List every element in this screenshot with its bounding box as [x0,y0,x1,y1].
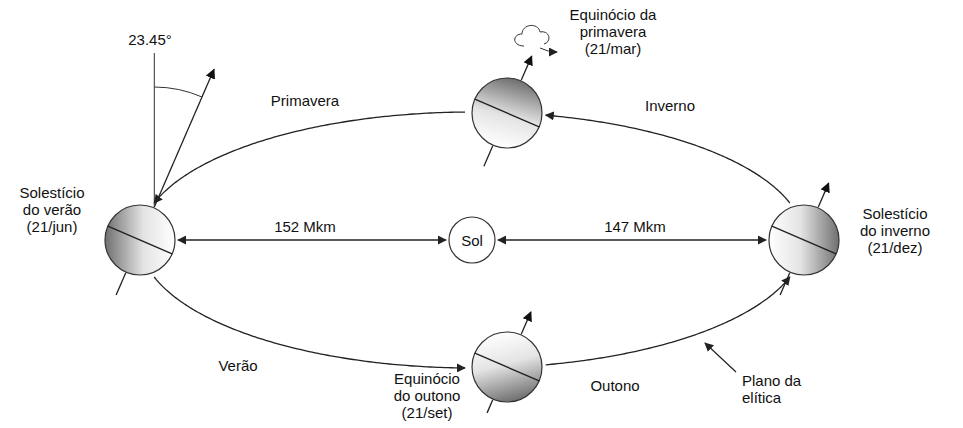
node-label: Solestício do verão (21/jun) [12,184,92,235]
earth-globe: Solestício do inverno (21/dez) [768,204,840,276]
earth-shape [104,204,176,276]
equator-line [475,353,539,381]
rotation-axis [521,312,531,334]
distance-label: 152 Mkm [272,218,338,235]
orbit-arc [154,277,465,368]
equator-line [772,226,836,254]
plane-label: Plano da elítica [742,372,822,406]
sun-outline [449,217,495,263]
earth-globe: Solestício do verão (21/jun) [104,204,176,276]
earth-outline [105,205,175,275]
earth-outline [472,332,542,402]
rotation-axis [484,146,493,166]
rotation-axis [521,56,531,80]
rotation-arrow [540,48,557,52]
earth-outline [472,78,542,148]
sun-circle: Sol [448,216,496,264]
rotation-axis [818,183,828,207]
sun-label: Sol [461,232,483,249]
vertical-reference [154,53,155,207]
distance-arrow [498,239,766,240]
distance-arrow [178,239,446,240]
distance-label: 147 Mkm [602,218,668,235]
equator-line [475,99,539,127]
leader-arrow [705,343,736,372]
season-label: Outono [588,377,641,394]
orbit-arc [546,277,790,365]
node-label: Solestício do inverno (21/dez) [855,205,935,256]
orbit-arc [546,115,790,203]
season-label: Inverno [643,97,697,114]
rotation-axis [487,400,493,413]
rotation-axis [116,273,126,295]
tilt-angle-arc [154,87,202,97]
rotation-axis [780,273,790,295]
earth-shape [768,204,840,276]
earth-shape [471,77,543,149]
earth-globe: Equinócio da primavera (21/mar) [471,77,543,149]
rotation-axis [154,69,214,207]
earth-globe: Equinócio do outono (21/set) [471,331,543,403]
node-label: Equinócio do outono (21/set) [388,370,466,421]
node-label: Equinócio da primavera (21/mar) [568,6,658,57]
earth-shape [471,331,543,403]
season-label: Verão [216,357,259,374]
orbit-arc [154,112,465,203]
earth-outline [769,205,839,275]
equator-line [108,226,172,254]
rotation-symbol [515,25,549,46]
angle-label: 23.45° [128,31,172,48]
season-label: Primavera [269,92,341,109]
